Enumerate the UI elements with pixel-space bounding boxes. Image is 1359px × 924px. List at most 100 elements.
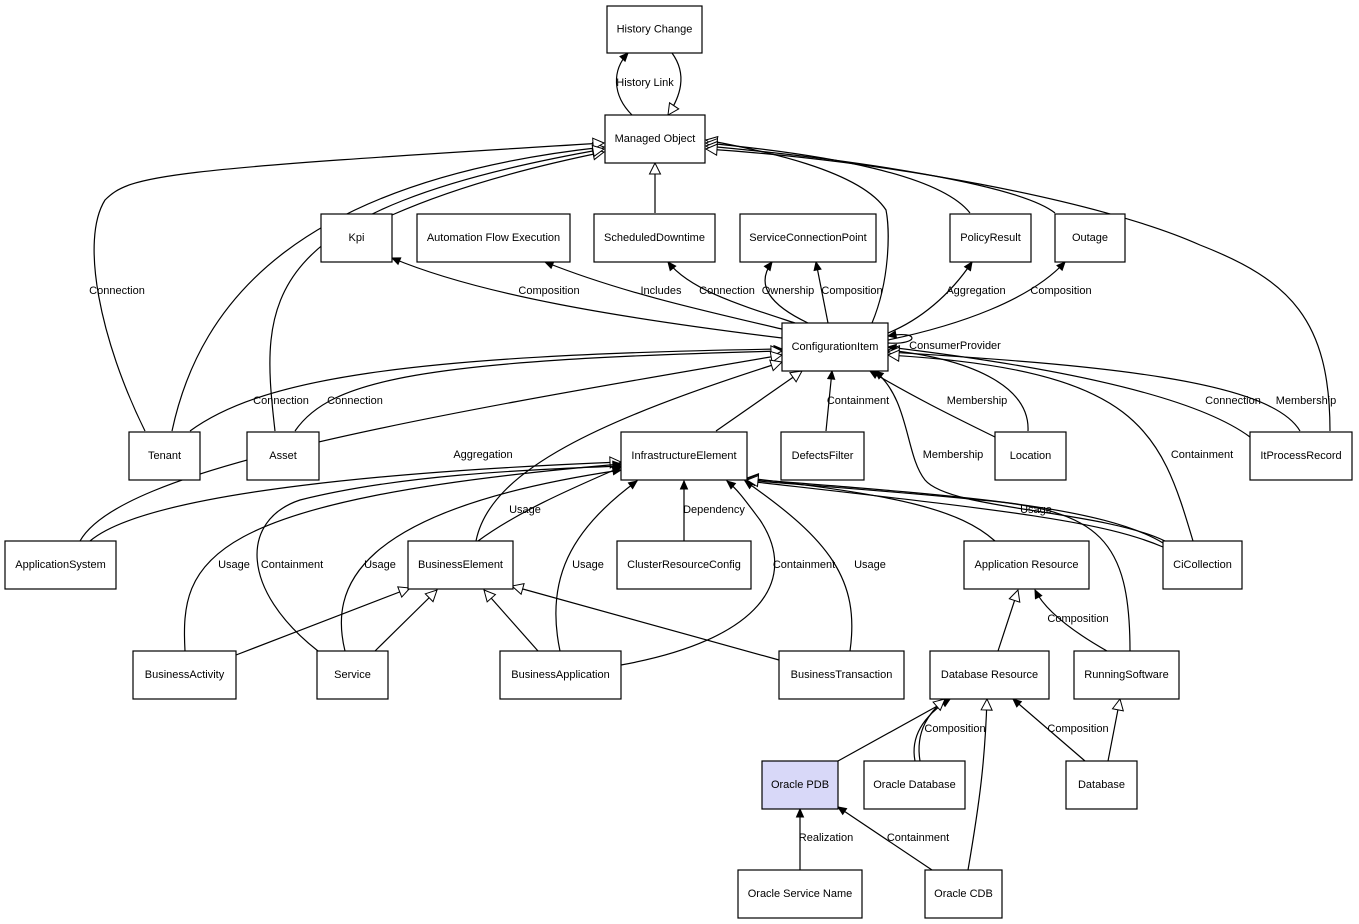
node-label: ItProcessRecord — [1260, 450, 1341, 462]
node-label: Oracle PDB — [771, 779, 829, 791]
node-label: Oracle CDB — [934, 888, 993, 900]
node-infrastructure-element[interactable]: InfrastructureElement — [620, 431, 748, 481]
node-oracle-service-name[interactable]: Oracle Service Name — [737, 869, 863, 919]
edge-ci-aggregation-pr — [887, 262, 972, 334]
node-application-resource[interactable]: Application Resource — [963, 540, 1090, 590]
node-label: Outage — [1072, 232, 1108, 244]
node-oracle-database[interactable]: Oracle Database — [863, 760, 966, 810]
edge-dbres-inherits-appres — [997, 588, 1021, 652]
node-label: Database Resource — [941, 669, 1038, 681]
edge-ba-usage-ie — [183, 464, 621, 652]
node-oracle-pdb[interactable]: Oracle PDB — [761, 760, 839, 810]
node-label: Managed Object — [615, 133, 696, 145]
node-label: BusinessActivity — [145, 669, 225, 681]
edge-ci-consumer-provider — [888, 335, 913, 344]
node-scheduled-downtime[interactable]: ScheduledDowntime — [593, 213, 716, 263]
edge-ci-ownership-scp — [765, 262, 809, 324]
label-composition: Composition — [821, 285, 882, 297]
edge-service-usage-ie — [340, 470, 621, 652]
node-label: Oracle Database — [873, 779, 956, 791]
node-label: Service — [334, 669, 371, 681]
label-aggregation: Aggregation — [946, 285, 1005, 297]
label-containment: Containment — [827, 395, 889, 407]
node-location[interactable]: Location — [994, 431, 1067, 481]
node-tenant[interactable]: Tenant — [128, 431, 201, 481]
node-policy-result[interactable]: PolicyResult — [949, 213, 1032, 263]
label-consumer-provider: ConsumerProvider — [909, 340, 1001, 352]
node-application-system[interactable]: ApplicationSystem — [4, 540, 117, 590]
node-outage[interactable]: Outage — [1054, 213, 1126, 263]
label-usage: Usage — [854, 559, 886, 571]
node-kpi[interactable]: Kpi — [320, 213, 393, 263]
node-cluster-resource-config[interactable]: ClusterResourceConfig — [616, 540, 752, 590]
node-label: ServiceConnectionPoint — [749, 232, 866, 244]
node-label: History Change — [617, 24, 693, 36]
edge-runningsw-inherits-ie — [745, 474, 1131, 652]
edge-service-containment-ie — [256, 466, 621, 652]
edge-asset-inherits-mo — [269, 144, 606, 432]
node-label: BusinessElement — [418, 559, 503, 571]
node-label: Location — [1010, 450, 1052, 462]
node-configuration-item[interactable]: ConfigurationItem — [781, 322, 889, 372]
edge-policyresult-inherits-mo — [704, 137, 971, 214]
node-label: Tenant — [148, 450, 181, 462]
node-service-connection-point[interactable]: ServiceConnectionPoint — [739, 213, 877, 263]
edge-cicol-membership-ci — [875, 371, 1166, 542]
node-database[interactable]: Database — [1065, 760, 1138, 810]
node-business-element[interactable]: BusinessElement — [407, 540, 514, 590]
edge-history-change-inherits-managed-object — [667, 52, 682, 116]
edge-ci-composition-kpi — [392, 258, 783, 339]
node-database-resource[interactable]: Database Resource — [929, 650, 1050, 700]
edge-bapp-inherits-be — [483, 589, 539, 652]
node-label: Automation Flow Execution — [427, 232, 560, 244]
label-membership: Membership — [1276, 395, 1337, 407]
label-usage: Usage — [509, 504, 541, 516]
label-connection: Connection — [1205, 395, 1261, 407]
edge-itpr-connection-ci — [888, 347, 1251, 438]
node-oracle-cdb[interactable]: Oracle CDB — [924, 869, 1003, 919]
node-label: InfrastructureElement — [631, 450, 736, 462]
edge-bapp-containment-ie — [620, 481, 776, 666]
edge-cicol-usage-ie — [747, 481, 1164, 548]
edge-ci-composition-outage — [887, 262, 1065, 341]
node-service[interactable]: Service — [316, 650, 389, 700]
edge-db-inherits-rs — [1107, 697, 1125, 762]
edge-tenant-connection-mo — [93, 137, 606, 432]
node-automation-flow-execution[interactable]: Automation Flow Execution — [416, 213, 571, 263]
label-connection: Connection — [327, 395, 383, 407]
label-containment: Containment — [887, 832, 949, 844]
edge-itprocessrecord-inherits-mo — [704, 143, 1331, 432]
edge-bt-inherits-be — [510, 582, 780, 661]
edge-appsys-inherits-ie — [89, 456, 623, 542]
node-business-activity[interactable]: BusinessActivity — [132, 650, 237, 700]
node-label: Asset — [269, 450, 297, 462]
edge-ie-inherits-ci — [715, 370, 803, 432]
edge-be-inherits-ci — [475, 359, 784, 542]
node-business-application[interactable]: BusinessApplication — [499, 650, 622, 700]
edge-rs-composition-appres — [1035, 590, 1108, 652]
node-running-software[interactable]: RunningSoftware — [1073, 650, 1180, 700]
node-history-change[interactable]: History Change — [606, 5, 703, 54]
edge-cdb-inherits-dbres — [967, 697, 993, 871]
node-asset[interactable]: Asset — [246, 431, 320, 481]
edge-cdb-containment-pdb — [838, 807, 933, 871]
node-ci-collection[interactable]: CiCollection — [1162, 540, 1243, 590]
edges — [79, 52, 1331, 871]
nodes: History Change Managed Object Kpi Automa… — [4, 5, 1353, 919]
label-usage: Usage — [1020, 504, 1052, 516]
label-includes: Includes — [641, 285, 682, 297]
edge-service-inherits-be — [374, 589, 438, 652]
node-label: Database — [1078, 779, 1125, 791]
node-label: Application Resource — [975, 559, 1079, 571]
node-it-process-record[interactable]: ItProcessRecord — [1249, 431, 1353, 481]
label-history-link: History Link — [616, 77, 674, 89]
node-managed-object[interactable]: Managed Object — [604, 114, 706, 164]
node-label: CiCollection — [1173, 559, 1232, 571]
edge-itpr-membership-ci — [886, 346, 1301, 432]
node-defects-filter[interactable]: DefectsFilter — [780, 431, 865, 481]
node-label: Kpi — [349, 232, 365, 244]
label-connection: Connection — [253, 395, 309, 407]
node-label: ScheduledDowntime — [604, 232, 705, 244]
node-business-transaction[interactable]: BusinessTransaction — [778, 650, 905, 700]
